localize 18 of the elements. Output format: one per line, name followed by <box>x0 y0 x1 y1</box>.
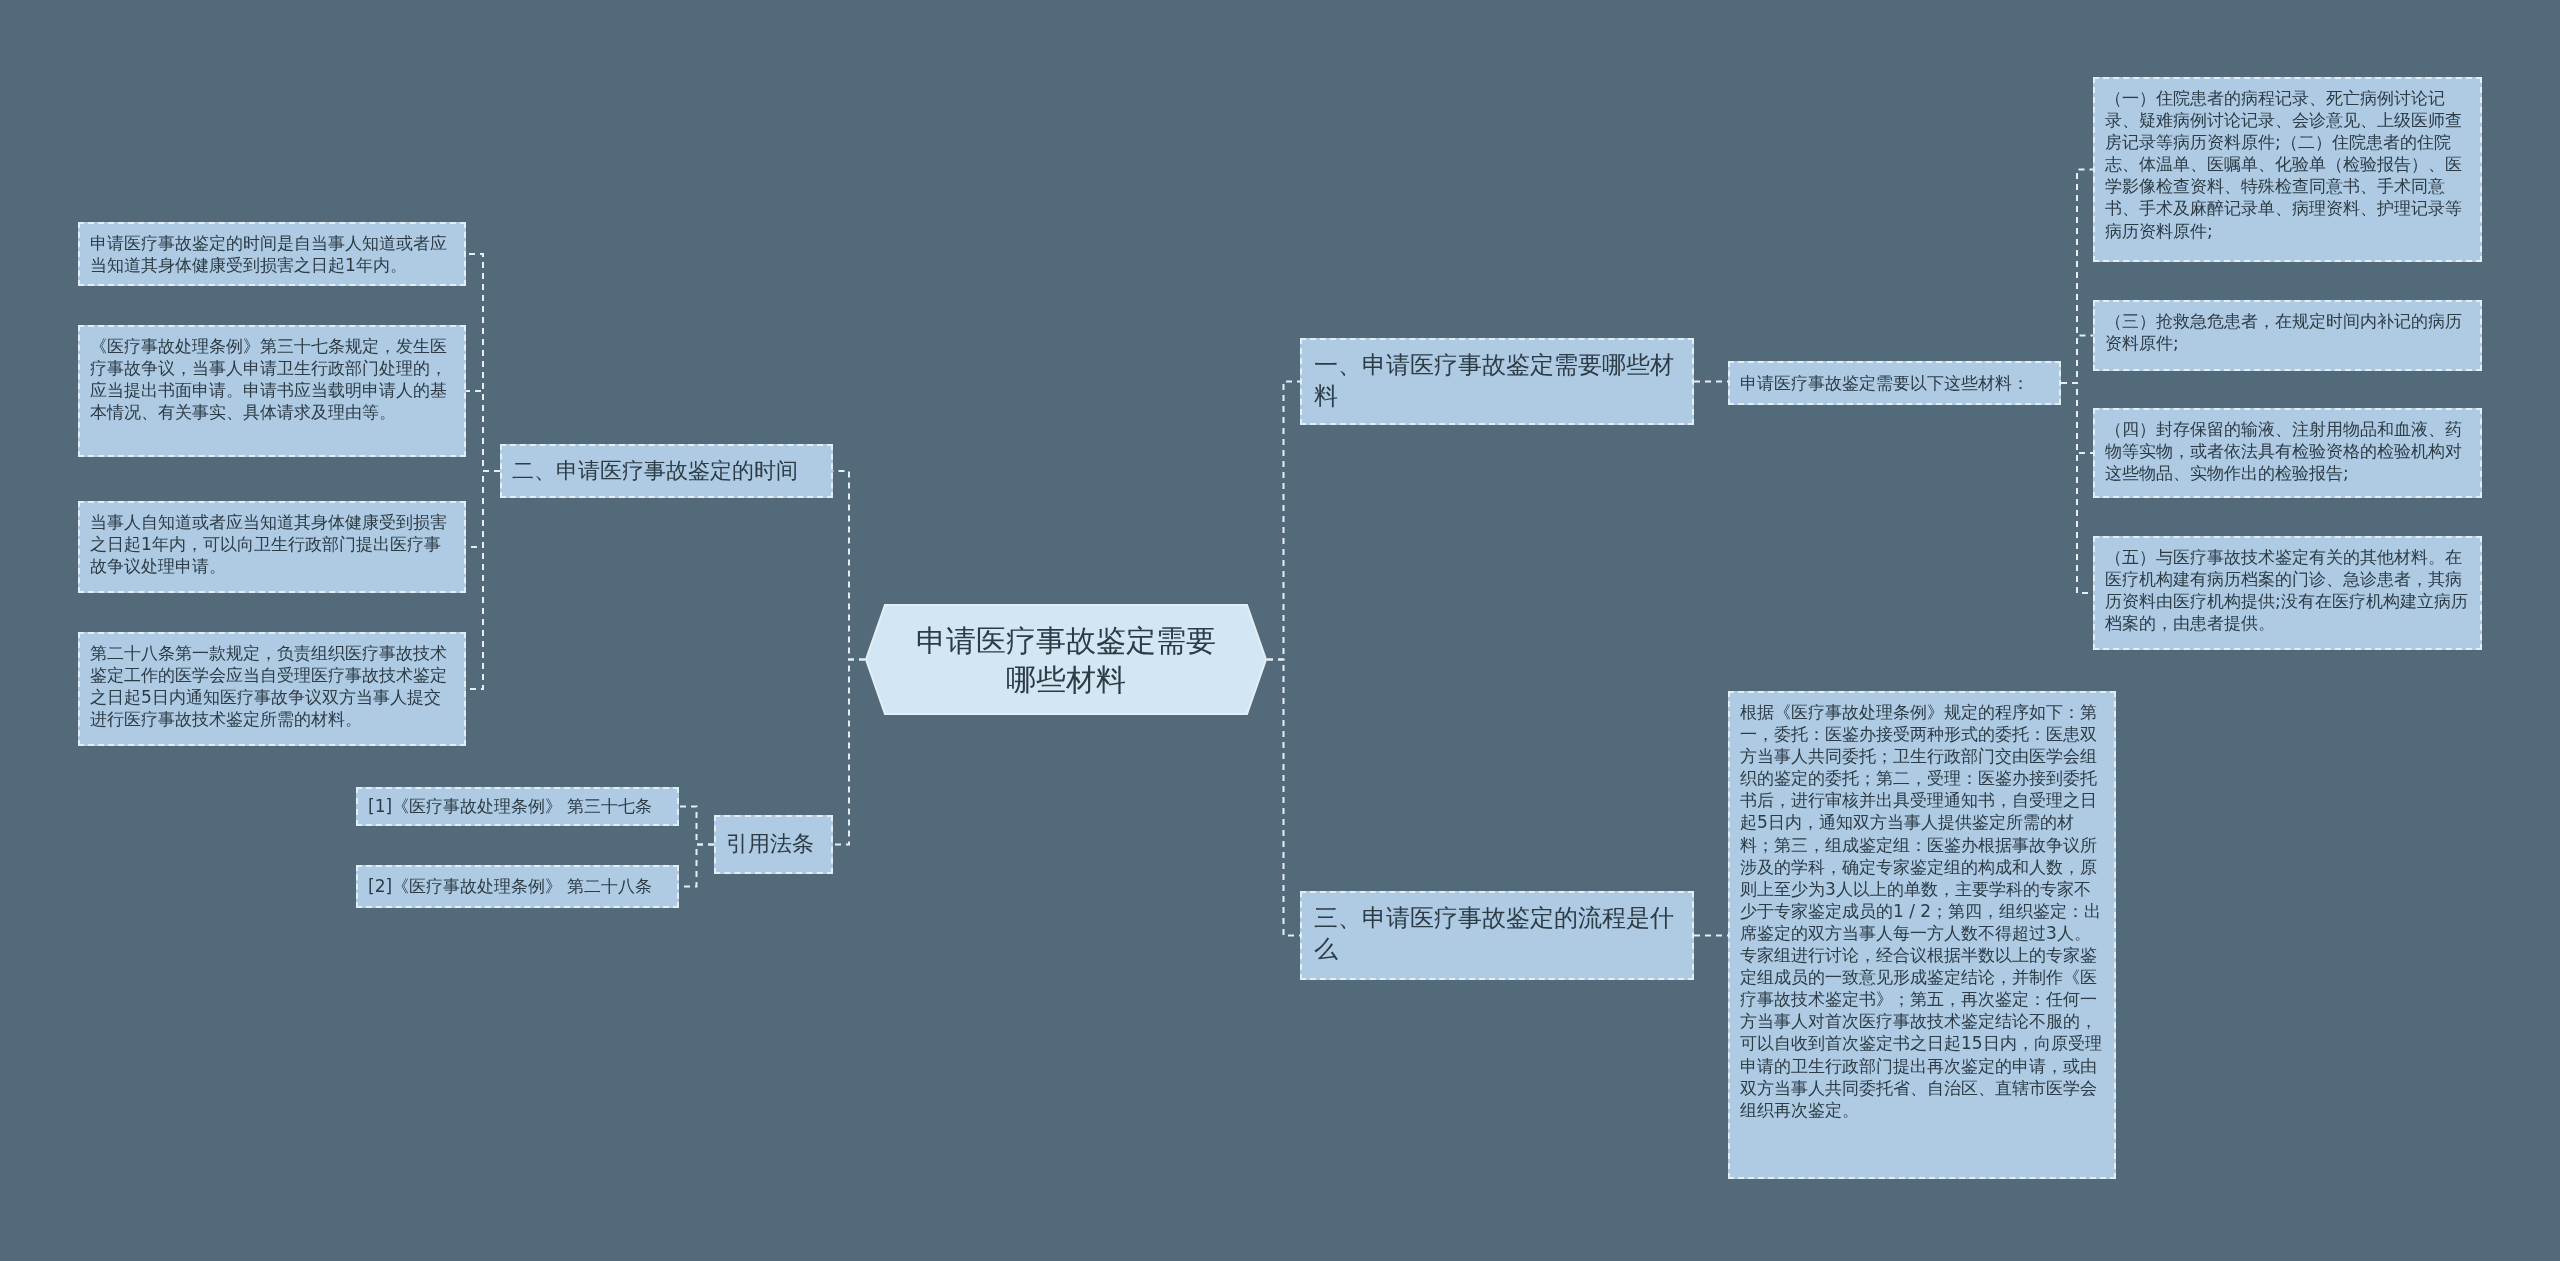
topic-box: 引用法条 <box>714 815 833 874</box>
topic-box: 二、申请医疗事故鉴定的时间 <box>500 444 833 498</box>
topic-box: 一、申请医疗事故鉴定需要哪些材料 <box>1300 338 1694 425</box>
text-box: （四）封存保留的输液、注射用物品和血液、药物等实物，或者依法具有检验资格的检验机构对这些物品、实物作出的检验报告; <box>2093 408 2482 498</box>
text-box: （五）与医疗事故技术鉴定有关的其他材料。在医疗机构建有病历档案的门诊、急诊患者，其病历资料由医疗机构提供;没有在医疗机构建立病历档案的，由患者提供。 <box>2093 536 2482 650</box>
text-box: 《医疗事故处理条例》第三十七条规定，发生医疗事故争议，当事人申请卫生行政部门处理的，应当提出书面申请。申请书应当载明申请人的基本情况、有关事实、具体请求及理由等。 <box>78 325 466 457</box>
text-box: 根据《医疗事故处理条例》规定的程序如下：第一，委托：医鉴办接受两种形式的委托：医患双方当事人共同委托；卫生行政部门交由医学会组织的鉴定的委托；第二，受理：医鉴办接到委托书后，进行审核并出具受理通知书，自受理之日起5日内，通知双方当事人提供鉴定所需的材料；第三，组成鉴定组：医鉴办根据事故争议所涉及的学科，确定专家鉴定组的构成和人数，原则上至少为3人以上的单数，主要学科的专家不少于专家鉴定成员的1 / 2；第四，组织鉴定：出席鉴定的双方当事人每一方人数不得超过3人。专家组进行讨论，经合议根据半数以上的专家鉴定组成员的一致意见形成鉴定结论，并制作《医疗事故技术鉴定书》；第五，再次鉴定：任何一方当事人对首次医疗事故技术鉴定结论不服的，可以自收到首次鉴定书之日起15日内，向原受理申请的卫生行政部门提出再次鉴定的申请，或由双方当事人共同委托省、自治区、直辖市医学会组织再次鉴定。 <box>1728 691 2116 1179</box>
text-box: [2]《医疗事故处理条例》 第二十八条 <box>356 865 679 908</box>
text-box: [1]《医疗事故处理条例》 第三十七条 <box>356 787 679 826</box>
text-box: 第二十八条第一款规定，负责组织医疗事故技术鉴定工作的医学会应当自受理医疗事故技术鉴定之日起5日内通知医疗事故争议双方当事人提交进行医疗事故技术鉴定所需的材料。 <box>78 632 466 746</box>
text-box: 当事人自知道或者应当知道其身体健康受到损害之日起1年内，可以向卫生行政部门提出医疗事故争议处理申请。 <box>78 501 466 593</box>
topic-box: 三、申请医疗事故鉴定的流程是什么 <box>1300 891 1694 980</box>
text-box: （三）抢救急危患者，在规定时间内补记的病历资料原件; <box>2093 300 2482 371</box>
topic-hexagon: 申请医疗事故鉴定需要哪些材料 <box>865 604 1267 715</box>
text-box: 申请医疗事故鉴定需要以下这些材料： <box>1728 361 2061 405</box>
text-box: 申请医疗事故鉴定的时间是自当事人知道或者应当知道其身体健康受到损害之日起1年内。 <box>78 222 466 286</box>
connector-line <box>832 658 866 846</box>
text-box: （一）住院患者的病程记录、死亡病例讨论记录、疑难病例讨论记录、会诊意见、上级医师查房记录等病历资料原件;（二）住院患者的住院志、体温单、医嘱单、化验单（检验报告）、医学影像检查资料、特殊检查同意书、手术同意书、手术及麻醉记录单、病理资料、护理记录等病历资料原件; <box>2093 77 2482 262</box>
